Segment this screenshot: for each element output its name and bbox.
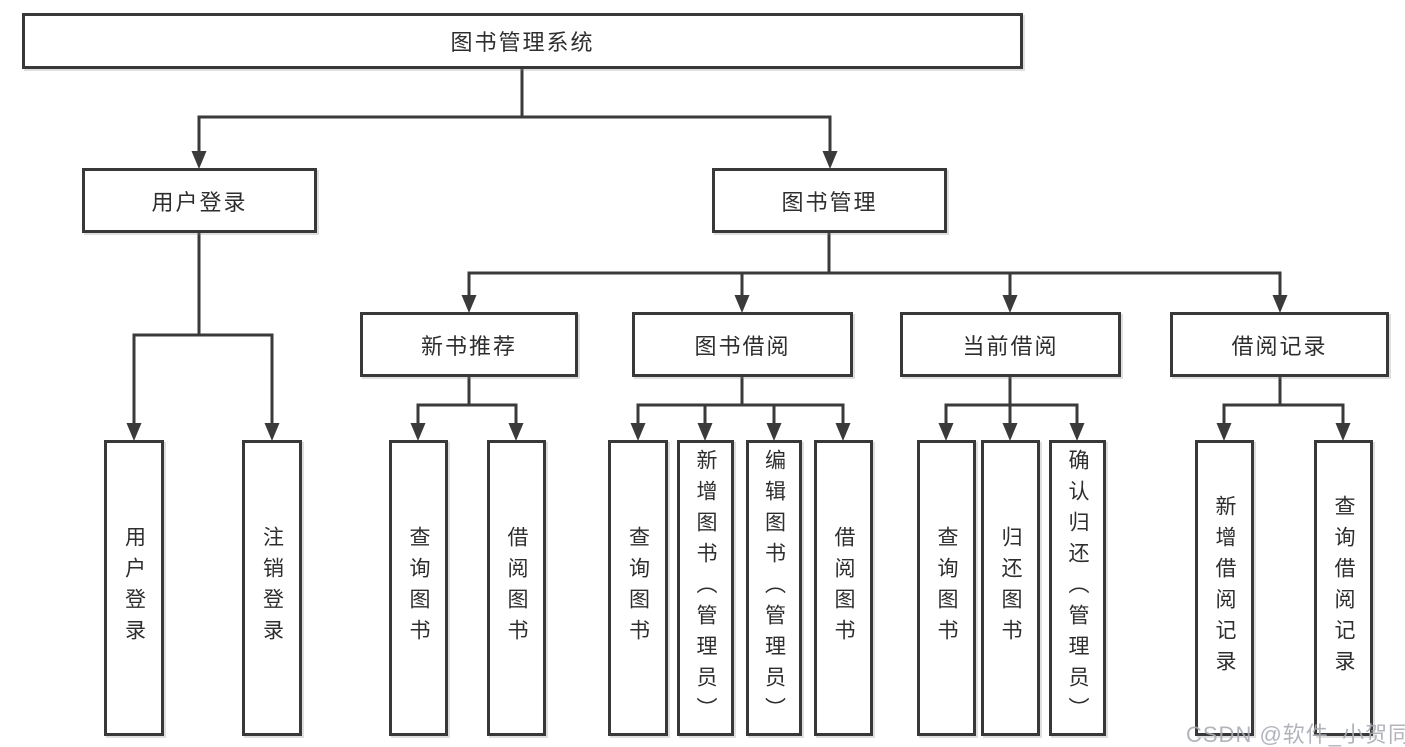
node-label: 借阅图书: [832, 526, 855, 650]
leaf-return-books: 归还图书: [981, 440, 1040, 736]
node-label: 图书管理: [781, 189, 878, 215]
csdn-watermark: CSDN @软件_小贺同学: [1186, 722, 1405, 747]
node-label: 查询图书: [407, 526, 430, 650]
leaf-user-login: 用户登录: [104, 440, 164, 736]
node-label: 新增借阅记录: [1213, 495, 1236, 681]
leaf-confirm-return-admin: 确认归还（管理员）: [1049, 440, 1106, 736]
node-label: 归还图书: [999, 526, 1022, 650]
leaf-query-books-2: 查询图书: [608, 440, 668, 736]
leaf-logout: 注销登录: [242, 440, 302, 736]
node-label: 新增图书（管理员）: [694, 448, 717, 728]
node-new-book-recommendation: 新书推荐: [360, 312, 578, 377]
node-label: 用户登录: [151, 189, 248, 215]
leaf-borrow-books-2: 借阅图书: [814, 440, 873, 736]
node-label: 借阅图书: [505, 526, 528, 650]
node-label: 注销登录: [260, 526, 284, 650]
node-label: 查询借阅记录: [1332, 495, 1355, 681]
leaf-edit-books-admin: 编辑图书（管理员）: [746, 440, 802, 736]
node-book-borrowing: 图书借阅: [632, 312, 853, 377]
node-label: 查询图书: [935, 526, 958, 650]
node-user-login: 用户登录: [82, 168, 317, 233]
leaf-query-books-3: 查询图书: [917, 440, 976, 736]
node-library-management-system: 图书管理系统: [22, 13, 1023, 69]
node-label: 编辑图书（管理员）: [762, 448, 786, 728]
node-borrowing-records: 借阅记录: [1170, 312, 1389, 377]
leaf-query-books-1: 查询图书: [389, 440, 448, 736]
node-label: 查询图书: [626, 526, 650, 650]
node-label: 新书推荐: [420, 333, 517, 359]
node-label: 当前借阅: [962, 333, 1059, 359]
leaf-add-books-admin: 新增图书（管理员）: [677, 440, 734, 736]
leaf-add-borrow-record: 新增借阅记录: [1195, 440, 1254, 736]
node-label: 图书借阅: [694, 333, 791, 359]
node-book-management: 图书管理: [712, 168, 947, 233]
node-label: 图书管理系统: [450, 30, 595, 55]
node-label: 用户登录: [122, 526, 146, 650]
leaf-query-borrow-record: 查询借阅记录: [1314, 440, 1373, 736]
leaf-borrow-books-1: 借阅图书: [487, 440, 546, 736]
node-label: 借阅记录: [1231, 333, 1328, 359]
node-label: 确认归还（管理员）: [1066, 448, 1089, 728]
node-current-borrowing: 当前借阅: [900, 312, 1121, 377]
